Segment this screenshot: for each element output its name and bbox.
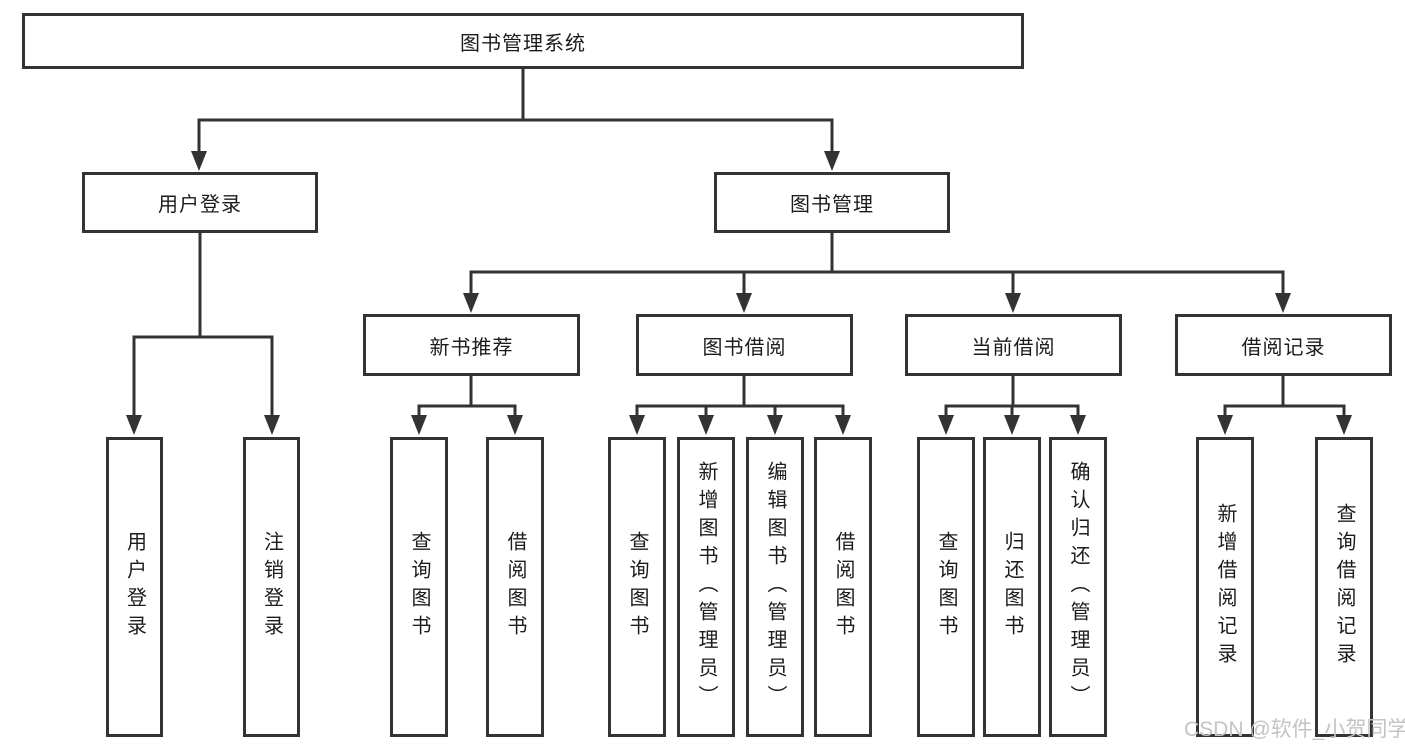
arrowheads xyxy=(126,151,1352,435)
book-borrow-children-lines xyxy=(635,376,845,417)
node-current-borrow-label: 当前借阅 xyxy=(971,336,1056,359)
leaf-edit-book-admin: 编辑图书（管理员） xyxy=(746,437,804,737)
leaf-query-books-borrow-label: 查询图书 xyxy=(626,531,648,643)
node-book-management: 图书管理 xyxy=(714,172,950,233)
leaf-borrow-books-recommend: 借阅图书 xyxy=(486,437,544,737)
leaf-add-borrow-record-label: 新增借阅记录 xyxy=(1214,503,1236,671)
leaf-borrow-books-recommend-label: 借阅图书 xyxy=(504,531,526,643)
leaf-borrow-books-label: 借阅图书 xyxy=(832,531,854,643)
node-new-book-recommend-label: 新书推荐 xyxy=(429,336,514,359)
new-book-rec-children-lines xyxy=(417,376,517,417)
leaf-add-book-admin-label: 新增图书（管理员） xyxy=(695,461,717,713)
node-borrow-records-label: 借阅记录 xyxy=(1241,336,1326,359)
root-to-level1-lines xyxy=(197,69,834,153)
node-book-management-label: 图书管理 xyxy=(790,194,874,216)
node-user-login: 用户登录 xyxy=(82,172,318,233)
leaf-borrow-books: 借阅图书 xyxy=(814,437,872,737)
leaf-user-login-label: 用户登录 xyxy=(123,531,146,643)
user-login-to-children-lines xyxy=(132,233,274,417)
leaf-query-books-borrow: 查询图书 xyxy=(608,437,666,737)
leaf-user-login: 用户登录 xyxy=(106,437,163,737)
leaf-return-books: 归还图书 xyxy=(983,437,1041,737)
borrow-records-children-lines xyxy=(1223,376,1346,417)
leaf-query-books-recommend-label: 查询图书 xyxy=(408,531,430,643)
leaf-edit-book-admin-label: 编辑图书（管理员） xyxy=(764,461,786,713)
node-root: 图书管理系统 xyxy=(22,13,1024,69)
leaf-logout-label: 注销登录 xyxy=(260,531,283,643)
leaf-logout: 注销登录 xyxy=(243,437,300,737)
watermark-text: CSDN @软件_小贺同学 xyxy=(1184,718,1405,741)
leaf-query-books-recommend: 查询图书 xyxy=(390,437,448,737)
leaf-confirm-return-admin: 确认归还（管理员） xyxy=(1049,437,1107,737)
node-book-borrow: 图书借阅 xyxy=(636,314,853,376)
node-borrow-records: 借阅记录 xyxy=(1175,314,1392,376)
node-root-label: 图书管理系统 xyxy=(460,32,586,55)
leaf-add-book-admin: 新增图书（管理员） xyxy=(677,437,735,737)
leaf-add-borrow-record: 新增借阅记录 xyxy=(1196,437,1254,737)
book-mgmt-to-level2-lines xyxy=(469,233,1285,295)
node-book-borrow-label: 图书借阅 xyxy=(702,336,787,359)
leaf-return-books-label: 归还图书 xyxy=(1001,531,1023,643)
leaf-query-borrow-record-label: 查询借阅记录 xyxy=(1333,503,1355,671)
current-borrow-children-lines xyxy=(944,376,1080,417)
node-new-book-recommend: 新书推荐 xyxy=(363,314,580,376)
node-current-borrow: 当前借阅 xyxy=(905,314,1122,376)
leaf-query-borrow-record: 查询借阅记录 xyxy=(1315,437,1373,737)
leaf-query-books-current-label: 查询图书 xyxy=(935,531,957,643)
node-user-login-label: 用户登录 xyxy=(158,194,242,216)
leaf-query-books-current: 查询图书 xyxy=(917,437,975,737)
leaf-confirm-return-admin-label: 确认归还（管理员） xyxy=(1067,461,1089,713)
